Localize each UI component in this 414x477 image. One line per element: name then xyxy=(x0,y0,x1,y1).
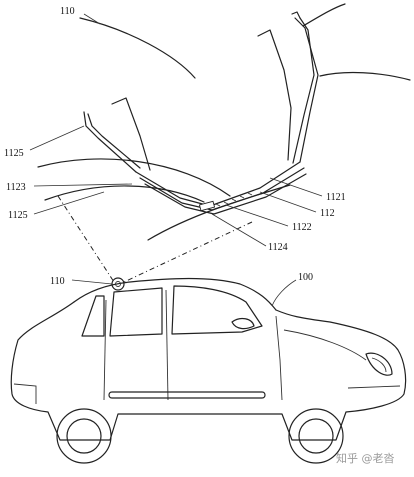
enlarged-detail-view xyxy=(29,3,411,247)
front-door-window xyxy=(171,285,263,335)
leader-1121 xyxy=(269,177,323,197)
door-line-front xyxy=(275,315,283,401)
left-step xyxy=(111,97,151,171)
right-outer-arc xyxy=(319,71,411,81)
right-flange-edge xyxy=(291,11,301,19)
label-1124: 1124 xyxy=(268,242,288,253)
front-wheel-inner xyxy=(298,418,334,454)
projection-line-right xyxy=(123,221,253,283)
label-1125-upper: 1125 xyxy=(4,148,24,159)
leader-110-top xyxy=(83,13,101,25)
car-outline xyxy=(10,277,407,464)
car-roof xyxy=(73,277,277,311)
outer-curve xyxy=(79,17,196,79)
label-1122: 1122 xyxy=(292,222,312,233)
sweep-curve-2 xyxy=(44,185,205,203)
watermark: 知乎 @老沓 xyxy=(336,451,395,465)
label-100: 100 xyxy=(298,272,313,283)
rear-window xyxy=(81,295,105,337)
label-110-top: 110 xyxy=(60,6,75,17)
mirror xyxy=(231,317,255,330)
leader-110-car xyxy=(71,279,113,285)
door-line-rear xyxy=(103,299,107,401)
projection-line-left xyxy=(57,195,115,283)
left-flange-top xyxy=(83,111,137,173)
leader-1125-upper xyxy=(29,125,85,151)
leader-100 xyxy=(271,279,297,307)
headlight-inner xyxy=(371,357,387,373)
label-1125-lower: 1125 xyxy=(8,210,28,221)
rear-bumper xyxy=(13,383,37,404)
rear-door-window xyxy=(109,287,163,337)
sweep-curve-1 xyxy=(37,158,231,197)
glass-band-upper xyxy=(135,161,301,207)
left-flange-inner xyxy=(87,113,141,169)
leader-1123 xyxy=(33,183,133,187)
leader-1125-lower xyxy=(33,191,105,215)
glass-band-lower xyxy=(144,173,307,215)
label-1123: 1123 xyxy=(6,182,26,193)
right-flange-outer xyxy=(294,17,319,163)
car-body-outline xyxy=(10,301,407,441)
label-112: 112 xyxy=(320,208,335,219)
rear-wheel-inner xyxy=(66,418,102,454)
door-line-mid xyxy=(165,289,169,401)
rear-wheel-outer xyxy=(56,408,112,464)
label-110-car: 110 xyxy=(50,276,65,287)
leader-1122 xyxy=(225,204,289,227)
leader-1124 xyxy=(211,213,267,247)
right-flange-inner xyxy=(292,17,315,164)
label-1121: 1121 xyxy=(326,192,346,203)
front-wheel-outer xyxy=(288,408,344,464)
front-bumper xyxy=(347,385,401,389)
headlight xyxy=(365,352,393,376)
side-trim xyxy=(108,391,266,399)
leader-112 xyxy=(259,191,317,213)
right-top-arc xyxy=(302,3,346,27)
sensor-block xyxy=(198,200,216,212)
sweep-curve-3 xyxy=(147,184,291,241)
right-step xyxy=(257,29,292,161)
hood-line xyxy=(283,329,367,361)
camera-lens xyxy=(115,281,121,287)
